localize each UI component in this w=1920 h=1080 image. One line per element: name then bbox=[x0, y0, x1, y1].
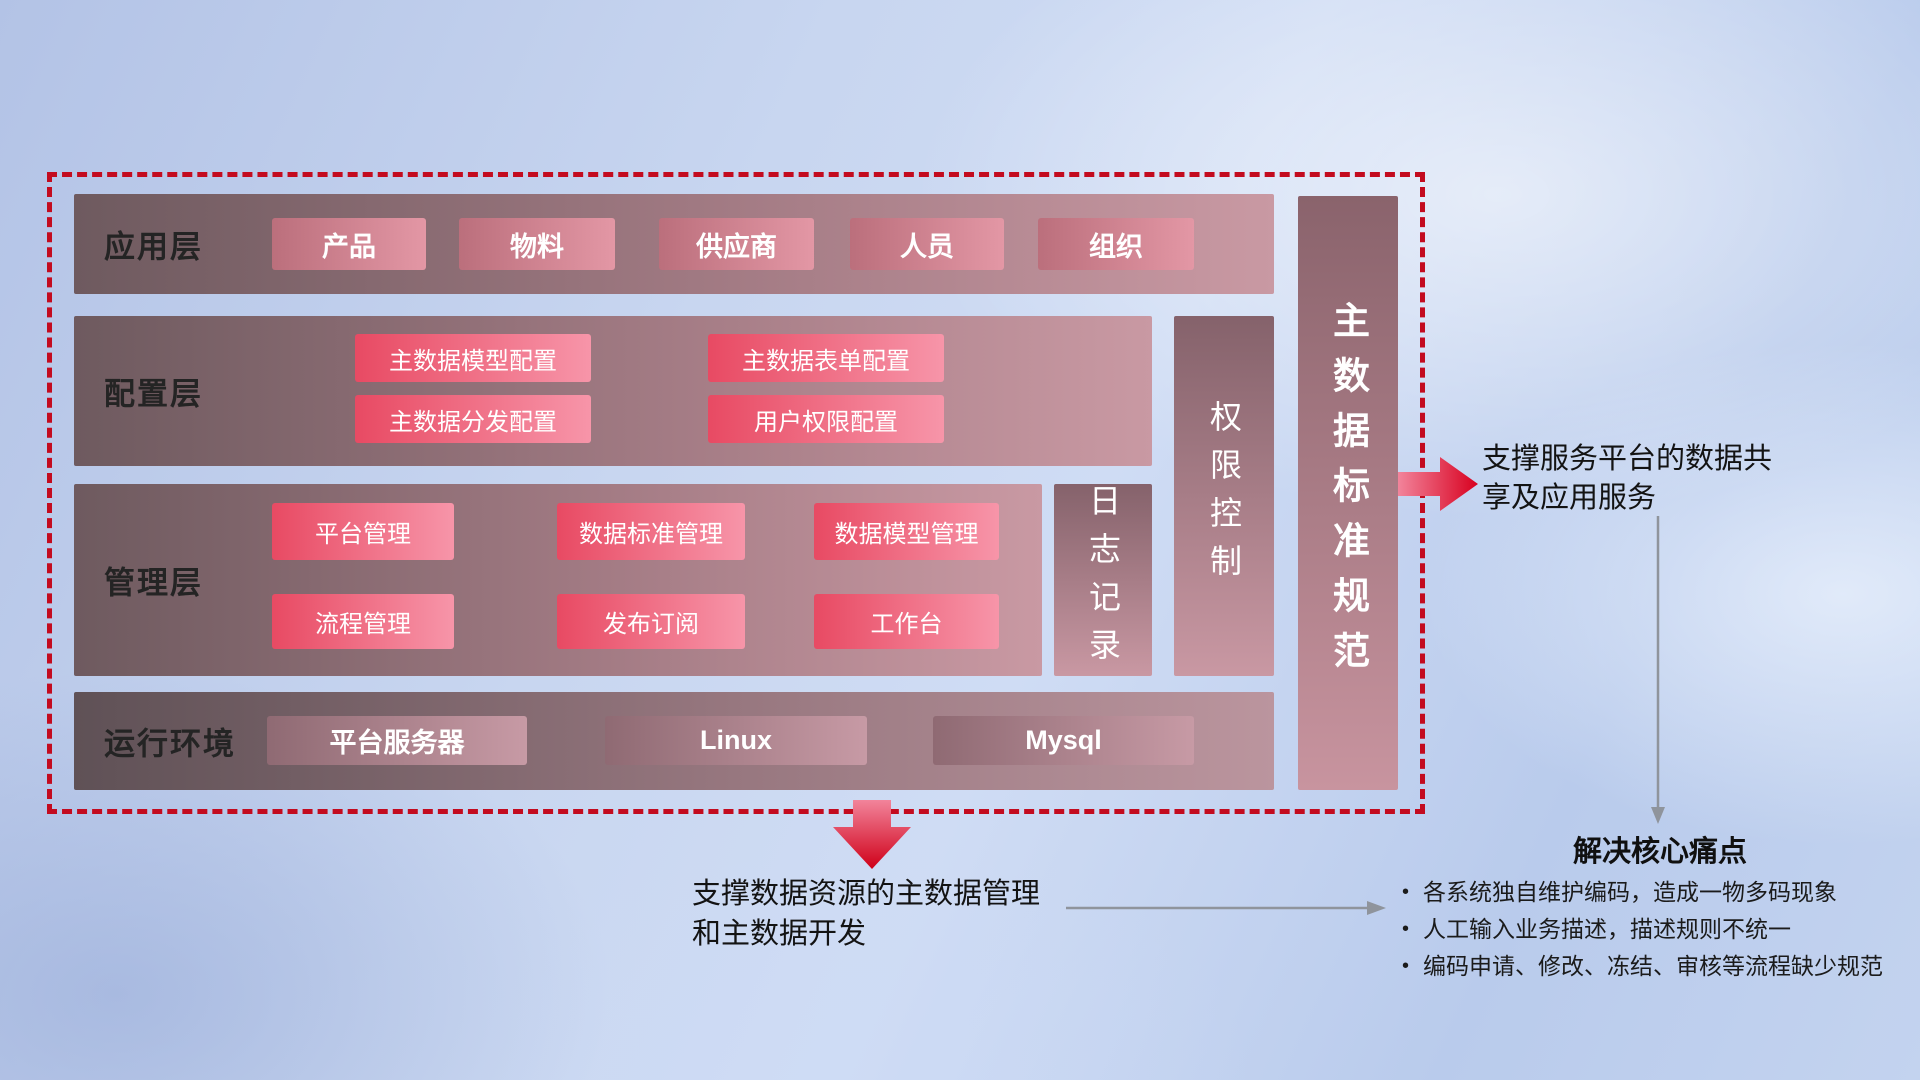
block-master-data-standard: 主数据标准规范 bbox=[1298, 196, 1398, 790]
manage-item-workbench: 工作台 bbox=[814, 594, 999, 649]
runtime-item-linux: Linux bbox=[605, 716, 867, 765]
red-arrow-down-icon bbox=[833, 800, 911, 869]
app-item-material: 物料 bbox=[459, 218, 615, 270]
gray-arrow-down-icon bbox=[1648, 516, 1668, 824]
annotation-master-data-management: 支撑数据资源的主数据管理和主数据开发 bbox=[692, 878, 1041, 950]
block-log-record-label: 日志记录 bbox=[1085, 484, 1121, 676]
layer-runtime-label: 运行环境 bbox=[104, 726, 236, 762]
app-item-product: 产品 bbox=[272, 218, 426, 270]
manage-item-data-model-management: 数据模型管理 bbox=[814, 503, 999, 560]
manage-item-process-management: 流程管理 bbox=[272, 594, 454, 649]
block-permission-control: 权限控制 bbox=[1174, 316, 1274, 676]
block-log-record: 日志记录 bbox=[1054, 484, 1152, 676]
runtime-item-mysql: Mysql bbox=[933, 716, 1194, 765]
pain-point-item: • 各系统独自维护编码，造成一物多码现象 bbox=[1402, 874, 1883, 911]
pain-point-item: • 人工输入业务描述，描述规则不统一 bbox=[1402, 911, 1883, 948]
manage-item-data-standard-management: 数据标准管理 bbox=[557, 503, 745, 560]
layer-runtime: 运行环境 平台服务器 Linux Mysql bbox=[74, 692, 1274, 790]
layer-management-label: 管理层 bbox=[104, 565, 203, 601]
pain-points-title: 解决核心痛点 bbox=[1572, 836, 1747, 868]
bullet-icon: • bbox=[1402, 918, 1410, 940]
layer-application-label: 应用层 bbox=[104, 229, 203, 265]
pain-point-text: 各系统独自维护编码，造成一物多码现象 bbox=[1423, 879, 1838, 905]
manage-item-publish-subscribe: 发布订阅 bbox=[557, 594, 745, 649]
app-item-organization: 组织 bbox=[1038, 218, 1194, 270]
annotation-data-sharing-service: 支撑服务平台的数据共享及应用服务 bbox=[1482, 443, 1773, 514]
config-item-form-config: 主数据表单配置 bbox=[708, 334, 944, 382]
pain-point-text: 人工输入业务描述，描述规则不统一 bbox=[1423, 916, 1792, 942]
block-permission-control-label: 权限控制 bbox=[1206, 400, 1242, 592]
bullet-icon: • bbox=[1402, 881, 1410, 903]
layer-management: 管理层 平台管理 数据标准管理 数据模型管理 流程管理 发布订阅 工作台 bbox=[74, 484, 1042, 676]
pain-point-item: • 编码申请、修改、冻结、审核等流程缺少规范 bbox=[1402, 948, 1883, 985]
block-master-data-standard-label: 主数据标准规范 bbox=[1327, 300, 1369, 686]
layer-configuration-label: 配置层 bbox=[104, 376, 203, 412]
app-item-supplier: 供应商 bbox=[659, 218, 814, 270]
config-item-user-permission-config: 用户权限配置 bbox=[708, 395, 944, 443]
pain-points-list: • 各系统独自维护编码，造成一物多码现象 • 人工输入业务描述，描述规则不统一 … bbox=[1402, 874, 1883, 985]
runtime-item-platform-server: 平台服务器 bbox=[267, 716, 527, 765]
pain-point-text: 编码申请、修改、冻结、审核等流程缺少规范 bbox=[1423, 953, 1884, 979]
config-item-distribution-config: 主数据分发配置 bbox=[355, 395, 591, 443]
app-item-personnel: 人员 bbox=[850, 218, 1004, 270]
manage-item-platform-management: 平台管理 bbox=[272, 503, 454, 560]
layer-configuration: 配置层 主数据模型配置 主数据表单配置 主数据分发配置 用户权限配置 bbox=[74, 316, 1152, 466]
red-arrow-right-icon bbox=[1398, 455, 1478, 513]
config-item-model-config: 主数据模型配置 bbox=[355, 334, 591, 382]
gray-arrow-right-icon bbox=[1066, 898, 1386, 918]
layer-application: 应用层 产品 物料 供应商 人员 组织 bbox=[74, 194, 1274, 294]
bullet-icon: • bbox=[1402, 955, 1410, 977]
